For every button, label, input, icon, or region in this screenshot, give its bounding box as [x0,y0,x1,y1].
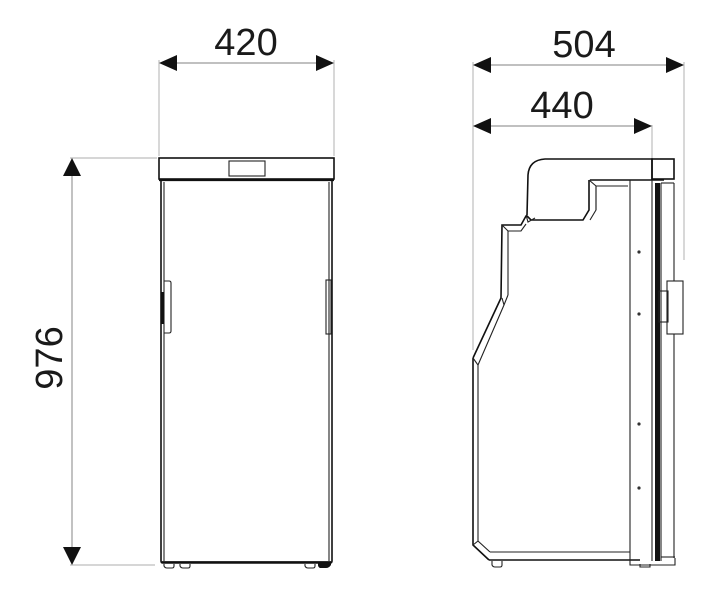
height-dimension: 976 [29,157,157,566]
door-handle [666,280,684,335]
width-label: 420 [214,22,277,64]
screw-icon [637,312,641,316]
foot [639,564,651,568]
right-handle [325,279,332,335]
body-depth-label: 440 [530,85,593,127]
control-panel [228,160,266,177]
overall-depth-dimension: 504 [472,24,685,350]
arrow-right-icon [634,118,652,134]
side-view: 504 440 [472,24,685,568]
left-handle [164,280,172,334]
arrow-up-icon [63,158,81,176]
foot [318,563,331,568]
height-label: 976 [29,326,71,389]
front-cabinet [158,157,335,569]
arrow-left-icon [473,118,491,134]
front-view: 420 976 [29,22,335,569]
body-depth-dimension: 440 [473,85,653,160]
arrow-down-icon [63,547,81,565]
width-dimension: 420 [158,22,335,156]
foot [491,561,503,568]
foot [304,564,316,569]
screw-icon [637,486,641,490]
overall-depth-label: 504 [552,24,615,66]
foot [163,564,175,569]
arrow-left-icon [473,57,491,73]
screw-icon [637,422,641,426]
arrow-right-icon [316,55,334,71]
side-cabinet [472,158,684,568]
arrow-left-icon [159,55,177,71]
foot [179,564,191,569]
arrow-right-icon [666,57,684,73]
screw-icon [637,250,641,254]
